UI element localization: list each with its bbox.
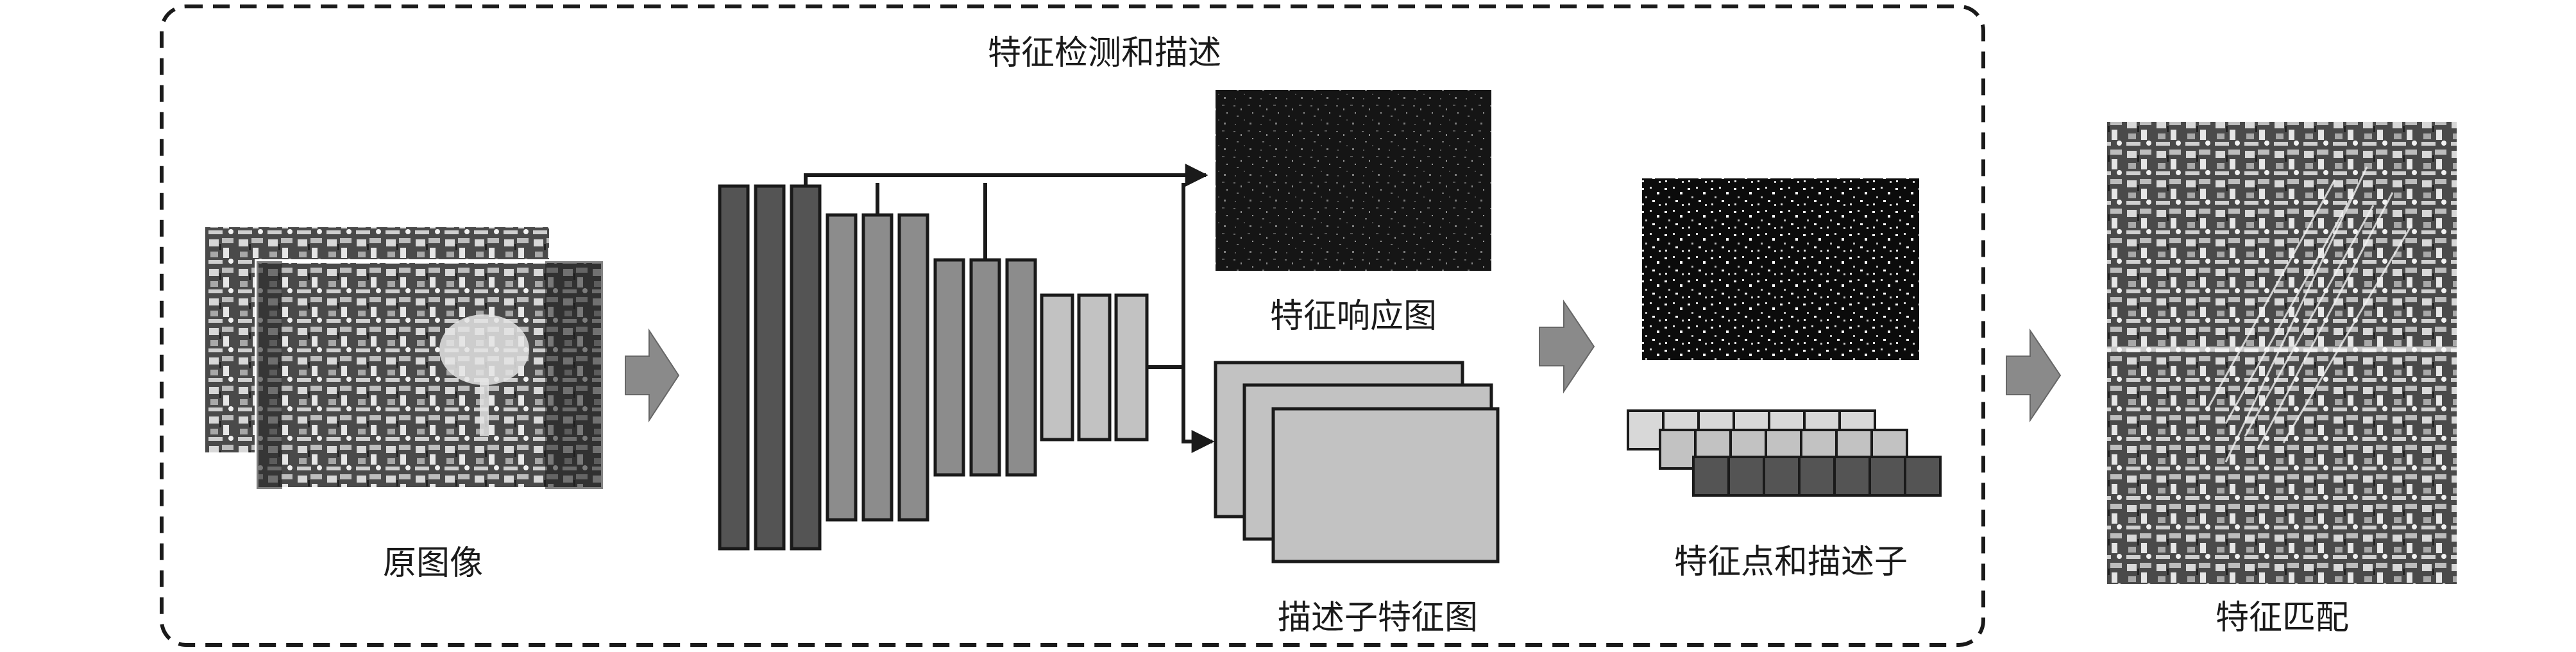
conv-layer bbox=[754, 184, 786, 551]
conv-layer bbox=[718, 184, 750, 551]
cnn-backbone bbox=[718, 184, 1149, 551]
conv-layer bbox=[969, 258, 1001, 477]
conv-layer bbox=[1040, 293, 1074, 442]
original-image-stack bbox=[203, 225, 605, 491]
keypoints-descriptors-label: 特征点和描述子 bbox=[1674, 543, 1908, 581]
descriptor-feature-maps bbox=[1214, 361, 1500, 563]
feature-response-map bbox=[1216, 90, 1491, 271]
conv-layer bbox=[897, 213, 929, 522]
flow-arrow-icon bbox=[625, 328, 680, 423]
keypoints-map bbox=[1642, 178, 1919, 360]
conv-layer bbox=[790, 184, 822, 551]
section-title: 特征检测和描述 bbox=[988, 34, 1221, 73]
feature-matching-image bbox=[2107, 122, 2457, 584]
descriptor-map-label: 描述子特征图 bbox=[1278, 599, 1478, 637]
flow-arrow-icon bbox=[1539, 299, 1595, 394]
response-map-label: 特征响应图 bbox=[1270, 297, 1437, 336]
conv-layer bbox=[861, 213, 894, 522]
conv-layer bbox=[1005, 258, 1037, 477]
connectors bbox=[804, 164, 1215, 453]
conv-layer bbox=[1077, 293, 1112, 442]
conv-layer bbox=[1114, 293, 1149, 442]
descriptor-vectors bbox=[1627, 409, 1942, 497]
feature-matching-label: 特征匹配 bbox=[2216, 599, 2349, 637]
conv-layer bbox=[826, 213, 858, 522]
conv-layer bbox=[933, 258, 965, 477]
original-image-label: 原图像 bbox=[383, 544, 483, 583]
detection-description-frame bbox=[160, 4, 1985, 647]
flow-arrow-icon bbox=[2006, 328, 2062, 423]
